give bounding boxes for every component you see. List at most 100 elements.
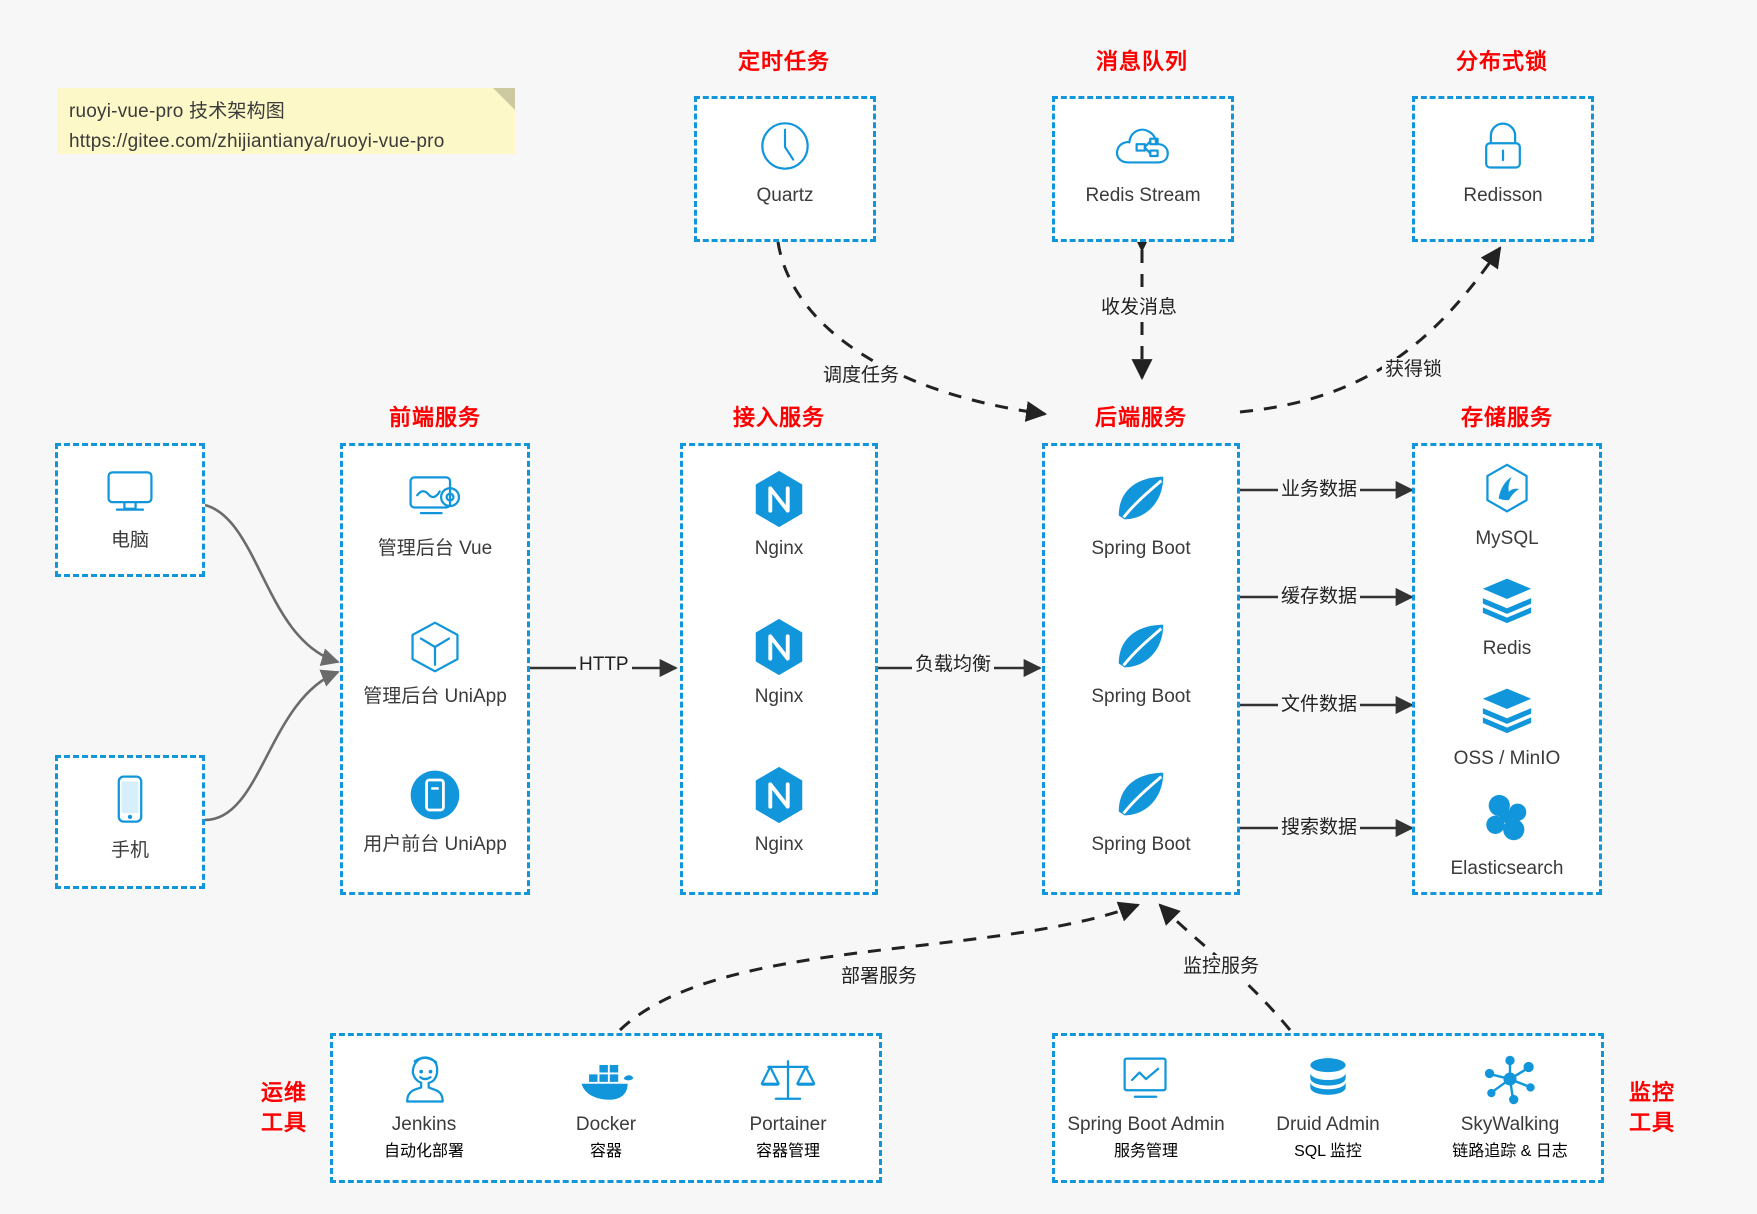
group-box-mq[interactable]: Redis Stream (1052, 96, 1234, 242)
cube-icon (343, 616, 527, 678)
group-title-frontend: 前端服务 (388, 405, 481, 430)
group-title-monitor: 监控 工具 (1620, 1078, 1684, 1138)
node-docker[interactable]: Docker 容器 (515, 1052, 697, 1161)
group-box-devops[interactable]: Jenkins 自动化部署 (330, 1033, 882, 1183)
node-elasticsearch[interactable]: Elasticsearch (1415, 788, 1599, 881)
group-box-backend[interactable]: Spring Boot Spring Boot Spring Boot (1042, 443, 1240, 895)
node-spring-boot-2[interactable]: Spring Boot (1045, 616, 1237, 709)
node-label: 手机 (110, 840, 149, 861)
node-druid-admin[interactable]: Druid Admin SQL 监控 (1237, 1052, 1419, 1161)
redis-icon (1415, 568, 1599, 630)
node-admin-vue[interactable]: 管理后台 Vue (343, 468, 527, 561)
group-box-monitor[interactable]: Spring Boot Admin 服务管理 Druid Admin SQL 监… (1052, 1033, 1604, 1183)
node-label: Quartz (756, 185, 814, 206)
node-label: Nginx (754, 538, 804, 559)
node-sublabel: 链路追踪 & 日志 (1452, 1143, 1568, 1160)
spring-boot-icon (1045, 468, 1237, 530)
node-sublabel: 服务管理 (1113, 1143, 1178, 1160)
group-title-devops-line1: 运维 (260, 1080, 307, 1105)
architecture-note: ruoyi-vue-pro 技术架构图 https://gitee.com/zh… (57, 88, 515, 154)
node-label: SkyWalking (1460, 1114, 1560, 1135)
group-box-frontend[interactable]: 管理后台 Vue 管理后台 UniApp 用户前台 UniApp (340, 443, 530, 895)
node-redis[interactable]: Redis (1415, 568, 1599, 661)
dashboard-icon (343, 468, 527, 530)
group-title-monitor-line2: 工具 (1628, 1110, 1675, 1135)
node-label: Nginx (754, 834, 804, 855)
node-sublabel: 自动化部署 (383, 1143, 464, 1160)
node-spring-boot-1[interactable]: Spring Boot (1045, 468, 1237, 561)
node-label: Jenkins (391, 1114, 457, 1135)
edge-label-business-data: 业务数据 (1278, 478, 1361, 502)
group-title-devops: 运维 工具 (252, 1078, 316, 1138)
node-portainer[interactable]: Portainer 容器管理 (697, 1052, 879, 1161)
node-label: Spring Boot Admin (1067, 1114, 1225, 1135)
group-box-client-pc[interactable]: 电脑 (55, 443, 205, 577)
node-sublabel: 容器 (589, 1143, 622, 1160)
node-label: 管理后台 Vue (377, 538, 493, 559)
node-spring-boot-3[interactable]: Spring Boot (1045, 764, 1237, 857)
database-icon (1237, 1052, 1419, 1108)
node-label: Redisson (1463, 185, 1543, 206)
app-icon (343, 764, 527, 826)
node-label: Spring Boot (1091, 834, 1191, 855)
spring-boot-icon (1045, 616, 1237, 678)
group-box-client-phone[interactable]: 手机 (55, 755, 205, 889)
node-desktop[interactable]: 电脑 (58, 460, 202, 553)
node-quartz[interactable]: Quartz (697, 115, 873, 208)
node-label: 管理后台 UniApp (363, 686, 507, 707)
group-title-lock: 分布式锁 (1455, 49, 1548, 74)
skywalking-icon (1419, 1052, 1601, 1108)
node-label: 用户前台 UniApp (363, 834, 507, 855)
group-box-lock[interactable]: Redisson (1412, 96, 1594, 242)
group-box-storage[interactable]: MySQL Redis OSS / MinIO (1412, 443, 1602, 895)
node-label: Redis (1482, 638, 1532, 659)
node-label: Druid Admin (1276, 1114, 1380, 1135)
node-redisson[interactable]: Redisson (1415, 115, 1591, 208)
node-label: Redis Stream (1085, 185, 1201, 206)
node-nginx-1[interactable]: Nginx (683, 468, 875, 561)
node-spring-boot-admin[interactable]: Spring Boot Admin 服务管理 (1055, 1052, 1237, 1161)
node-label: Nginx (754, 686, 804, 707)
mysql-icon (1415, 458, 1599, 520)
edge-label-file-data: 文件数据 (1278, 693, 1361, 717)
node-redis-stream[interactable]: Redis Stream (1055, 115, 1231, 208)
note-url: https://gitee.com/zhijiantianya/ruoyi-vu… (69, 131, 445, 152)
edge-label-cache-data: 缓存数据 (1278, 585, 1361, 609)
group-box-scheduler[interactable]: Quartz (694, 96, 876, 242)
node-skywalking[interactable]: SkyWalking 链路追踪 & 日志 (1419, 1052, 1601, 1161)
node-nginx-2[interactable]: Nginx (683, 616, 875, 709)
group-box-gateway[interactable]: Nginx Nginx Nginx (680, 443, 878, 895)
desktop-icon (58, 460, 202, 522)
edge-label-search-data: 搜索数据 (1278, 816, 1361, 840)
node-jenkins[interactable]: Jenkins 自动化部署 (333, 1052, 515, 1161)
node-mysql[interactable]: MySQL (1415, 458, 1599, 551)
group-title-backend: 后端服务 (1094, 405, 1187, 430)
monitor-chart-icon (1055, 1052, 1237, 1108)
node-admin-uniapp[interactable]: 管理后台 UniApp (343, 616, 527, 709)
edge-label-send-receive-message: 收发消息 (1098, 296, 1181, 320)
jenkins-icon (333, 1052, 515, 1108)
group-title-gateway: 接入服务 (732, 405, 825, 430)
group-title-mq: 消息队列 (1095, 49, 1188, 74)
node-oss-minio[interactable]: OSS / MinIO (1415, 678, 1599, 771)
node-label: Spring Boot (1091, 538, 1191, 559)
docker-icon (515, 1052, 697, 1108)
note-title: ruoyi-vue-pro 技术架构图 (69, 101, 286, 122)
node-user-uniapp[interactable]: 用户前台 UniApp (343, 764, 527, 857)
group-title-scheduler: 定时任务 (737, 49, 830, 74)
node-label: Portainer (749, 1114, 827, 1135)
node-label: MySQL (1475, 528, 1539, 549)
cloud-queue-icon (1055, 115, 1231, 177)
group-title-devops-line2: 工具 (260, 1110, 307, 1135)
nginx-icon (683, 468, 875, 530)
node-sublabel: 容器管理 (755, 1143, 820, 1160)
node-mobile[interactable]: 手机 (58, 770, 202, 863)
edge-label-acquire-lock: 获得锁 (1382, 358, 1446, 382)
node-label: 电脑 (110, 530, 149, 551)
edge-label-monitor-service: 监控服务 (1180, 955, 1263, 979)
mobile-icon (58, 770, 202, 832)
elasticsearch-icon (1415, 788, 1599, 850)
spring-boot-icon (1045, 764, 1237, 826)
node-nginx-3[interactable]: Nginx (683, 764, 875, 857)
clock-icon (697, 115, 873, 177)
